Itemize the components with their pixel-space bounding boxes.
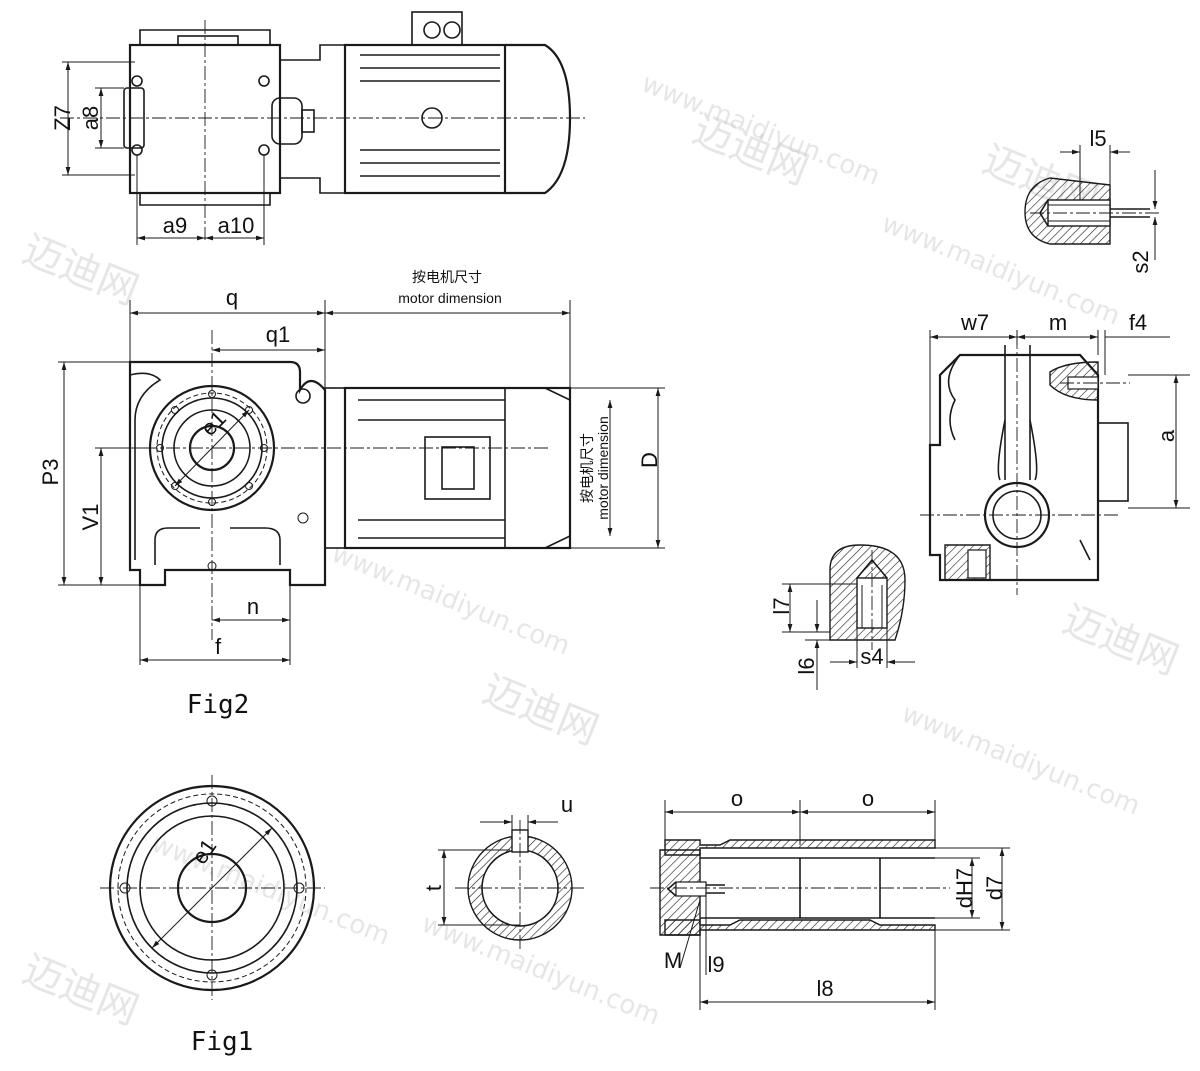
side-view: w7 m f4 a — [920, 310, 1190, 595]
detail-l7-l6-s4: l7 l6 s4 — [769, 544, 915, 690]
label-V1: V1 — [78, 504, 103, 531]
watermark-cn: 迈迪网 — [1056, 597, 1184, 685]
fig2-label: Fig2 — [187, 690, 250, 720]
label-q1: q1 — [266, 322, 290, 347]
label-s2: s2 — [1128, 250, 1153, 273]
label-a8: a8 — [78, 106, 103, 130]
label-l5: l5 — [1089, 126, 1106, 151]
label-o1: o — [731, 786, 743, 811]
label-t: t — [421, 885, 446, 891]
label-f: f — [215, 634, 222, 659]
label-s4: s4 — [860, 644, 883, 669]
label-P3: P3 — [38, 459, 63, 486]
watermark-en: www.maidiyun.com — [327, 539, 574, 662]
label-a: a — [1154, 429, 1179, 442]
label-D: D — [637, 452, 662, 468]
label-n: n — [247, 594, 259, 619]
label-dH7: dH7 — [952, 868, 977, 908]
label-l9: l9 — [707, 952, 724, 977]
label-f4: f4 — [1129, 310, 1147, 335]
label-motor-en-v: motor dimension — [595, 416, 611, 520]
hollow-shaft-section: o o dH7 d7 M l9 l8 — [650, 786, 1010, 1010]
watermark-en: www.maidiyun.com — [897, 699, 1144, 822]
watermark-cn: 迈迪网 — [476, 667, 604, 755]
label-l7: l7 — [769, 597, 794, 614]
label-z7: Z7 — [50, 105, 75, 131]
fig1-label: Fig1 — [191, 1027, 254, 1057]
label-l6: l6 — [794, 657, 819, 674]
keyway-section: u t — [421, 792, 585, 950]
top-view: Z7 a8 a9 a10 — [50, 11, 585, 245]
label-a10: a10 — [218, 213, 255, 238]
label-q: q — [226, 285, 238, 310]
label-a9: a9 — [163, 213, 187, 238]
label-d7: d7 — [982, 876, 1007, 900]
label-motor-cn: 按电机尺寸 — [412, 269, 482, 285]
fig2-front-view: e1 q q1 按电机尺寸 motor dimension 按电机尺寸 moto… — [38, 269, 665, 720]
label-M: M — [664, 948, 682, 973]
watermark-cn: 迈迪网 — [16, 947, 144, 1035]
label-u: u — [561, 792, 573, 817]
label-m: m — [1049, 310, 1067, 335]
label-o2: o — [862, 786, 874, 811]
watermark-cn: 迈迪网 — [16, 227, 144, 315]
label-motor-cn-v: 按电机尺寸 — [579, 433, 595, 503]
detail-l5-s2: l5 s2 — [1024, 126, 1160, 274]
watermark-layer: www.maidiyun.com www.maidiyun.com www.ma… — [16, 69, 1184, 1035]
label-w7: w7 — [960, 310, 989, 335]
label-motor-en: motor dimension — [398, 290, 502, 306]
label-l8: l8 — [816, 976, 833, 1001]
